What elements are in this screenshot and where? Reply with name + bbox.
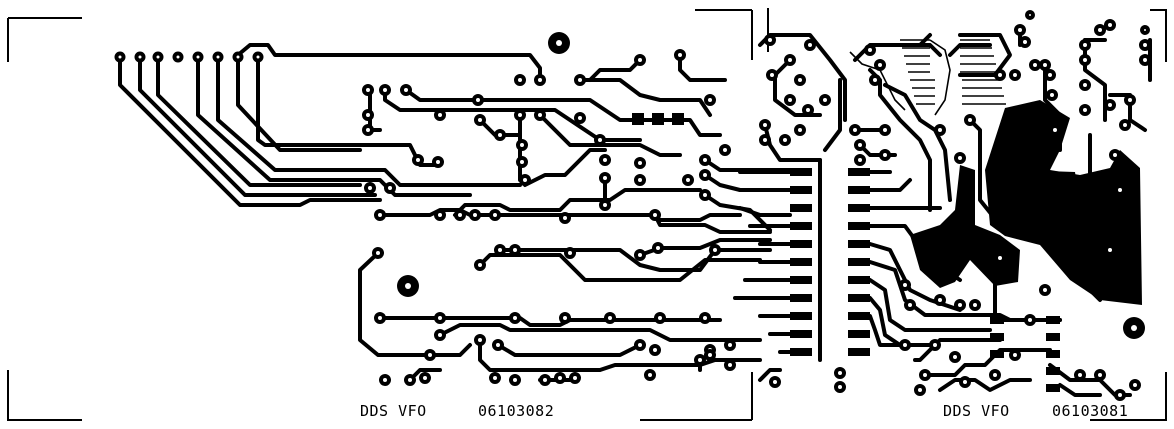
pads: [114, 10, 1151, 401]
board-title-right: DDS VFO: [943, 402, 1010, 420]
fine-traces: [849, 39, 1006, 116]
smd-pads: [990, 316, 1060, 392]
ground-pours: [910, 100, 1142, 305]
board-code-left: 06103082: [478, 402, 555, 420]
ic-footprint: [632, 113, 870, 356]
mounting-holes: [397, 32, 1145, 339]
board-code-right: 06103081: [1052, 402, 1129, 420]
board-title-left: DDS VFO: [360, 402, 427, 420]
crop-marks: [7, 8, 1167, 421]
